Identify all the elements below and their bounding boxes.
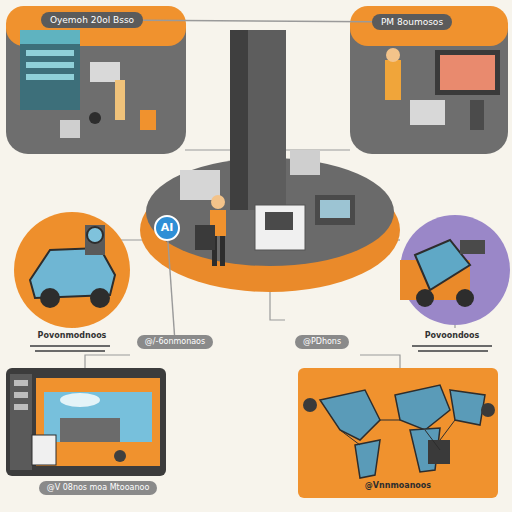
map-label: @Vnnmoanoos bbox=[361, 480, 435, 491]
circle-label: Povoondoos bbox=[421, 330, 484, 341]
node-text: Oyemoh 20ol Bsso bbox=[50, 15, 134, 25]
node-text: Povoondoos bbox=[425, 331, 480, 340]
text-lines bbox=[30, 345, 492, 352]
panel-heading: PM 8oumosos bbox=[372, 14, 452, 30]
connector-line bbox=[143, 20, 372, 21]
robot-circle bbox=[400, 215, 510, 325]
vehicle-circle bbox=[14, 212, 130, 328]
central-hub bbox=[140, 30, 400, 292]
node-text: @Vnnmoanoos bbox=[365, 481, 431, 490]
server-panel bbox=[6, 6, 186, 154]
node-text: @PDhons bbox=[303, 337, 341, 346]
node-text: @/-6onmonaos bbox=[145, 337, 205, 346]
connector-line bbox=[168, 241, 175, 335]
ai-badge: AI bbox=[154, 215, 180, 241]
center-label: @/-6onmonaos bbox=[137, 335, 213, 348]
monitor-screen bbox=[6, 368, 166, 476]
workstation-panel bbox=[350, 6, 508, 154]
world-map-panel bbox=[298, 368, 498, 498]
node-text: @V 08nos moa Mtooanoo bbox=[47, 483, 150, 492]
panel-heading: Oyemoh 20ol Bsso bbox=[41, 12, 143, 28]
node-text: Povonmodnoos bbox=[38, 331, 107, 340]
caption-pill: @V 08nos moa Mtooanoo bbox=[39, 481, 158, 494]
center-label: @PDhons bbox=[295, 335, 349, 348]
node-text: AI bbox=[156, 222, 178, 235]
node-text: PM 8oumosos bbox=[381, 17, 443, 27]
circle-label: Povonmodnoos bbox=[34, 330, 111, 341]
